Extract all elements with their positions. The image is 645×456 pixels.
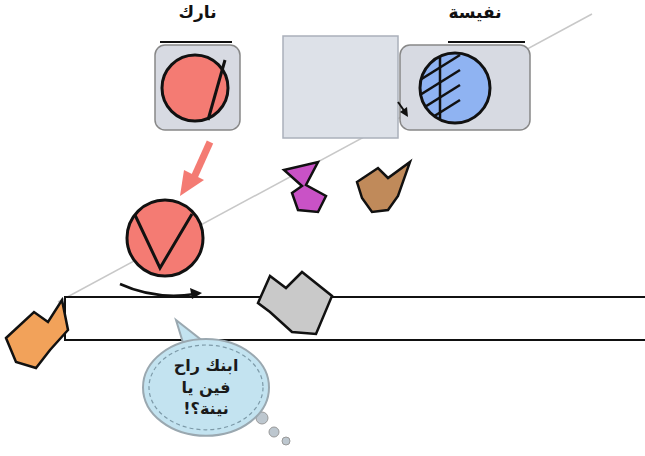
- blue-piece: [420, 53, 490, 123]
- road-band: [65, 297, 645, 340]
- piece-tray: [400, 45, 530, 130]
- speech-bubble: ابنك راح فين يا نينة؟!: [142, 338, 270, 437]
- player-label: نارك: [150, 2, 245, 38]
- brown-piece: [357, 162, 410, 212]
- red-piece: [162, 55, 228, 121]
- player-name: نارك: [150, 2, 245, 22]
- player-label: نفيسة: [415, 2, 535, 38]
- player-name: نفيسة: [415, 2, 535, 22]
- gray-piece: [258, 272, 332, 334]
- orange-piece: [6, 300, 68, 368]
- red-piece: [127, 200, 203, 276]
- empty-square: [283, 36, 398, 138]
- piece-tray: [155, 45, 240, 130]
- guide-line: [58, 14, 592, 302]
- magenta-piece: [284, 162, 326, 212]
- bubble-text: ابنك راح فين يا نينة؟!: [160, 355, 252, 420]
